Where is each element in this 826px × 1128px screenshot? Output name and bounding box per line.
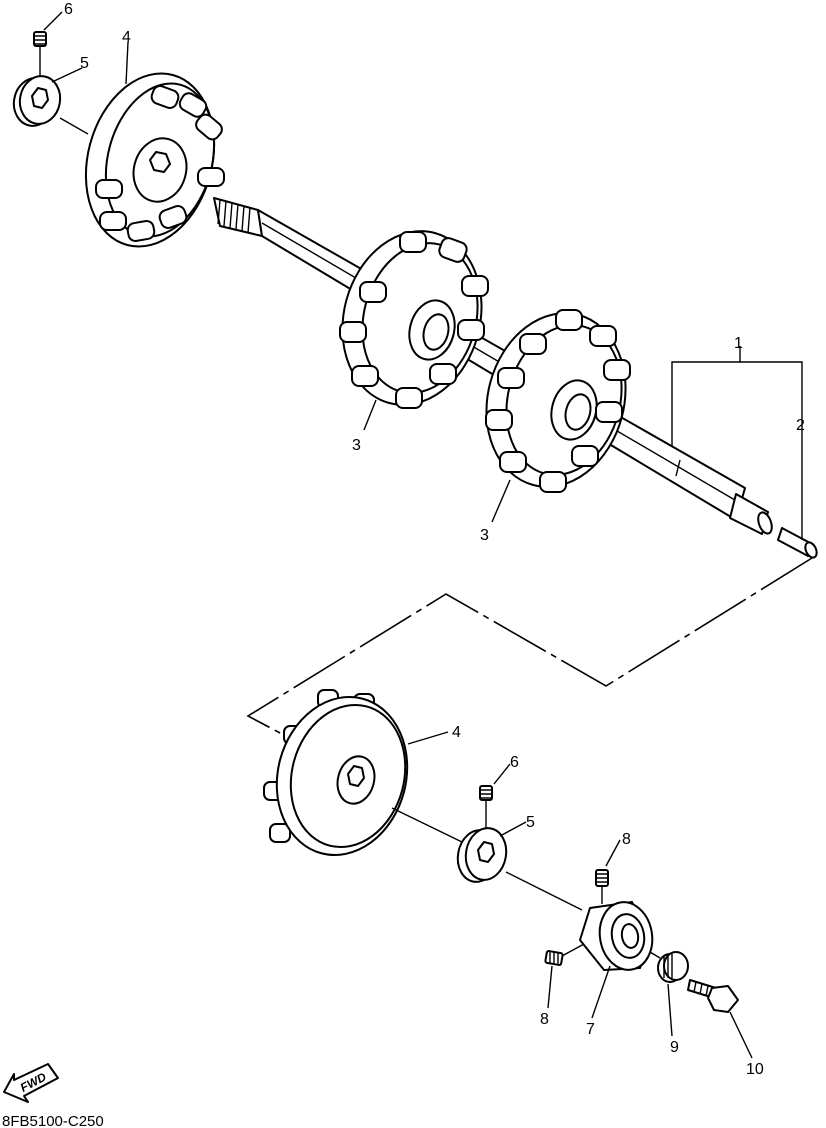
track-sprocket-1[interactable] — [324, 215, 501, 420]
callout-10: 10 — [746, 1061, 764, 1078]
callout-labels: 1 2 3 3 4 4 5 5 6 6 7 8 8 9 10 — [64, 1, 805, 1078]
callout-5-b: 5 — [526, 814, 535, 831]
callout-8-b: 8 — [540, 1011, 549, 1028]
bearing[interactable] — [579, 898, 658, 974]
diagram-code: 8FB5100-C250 — [2, 1113, 104, 1128]
track-sprocket-2[interactable] — [468, 297, 645, 502]
callout-5-a: 5 — [80, 55, 89, 72]
set-screw-upper[interactable] — [33, 31, 47, 76]
callout-6-a: 6 — [64, 1, 73, 18]
drive-shaft[interactable] — [213, 197, 774, 535]
set-screw-bearing-side[interactable] — [544, 943, 585, 966]
callout-8-a: 8 — [622, 831, 631, 848]
callout-3-b: 3 — [480, 527, 489, 544]
callout-4-a: 4 — [122, 29, 131, 46]
leader-lines — [43, 11, 803, 1059]
callout-1: 1 — [734, 335, 743, 352]
callout-2: 2 — [796, 417, 805, 434]
fwd-arrow-icon: FWD — [3, 1063, 59, 1103]
spacer[interactable] — [657, 951, 689, 983]
callout-9: 9 — [670, 1039, 679, 1056]
callout-7: 7 — [586, 1021, 595, 1038]
collar-upper[interactable] — [10, 73, 64, 129]
set-screw-lower[interactable] — [479, 785, 493, 828]
idler-wheel-lower[interactable] — [259, 682, 424, 870]
shaft-pin[interactable] — [777, 527, 819, 559]
set-screw-bearing-top[interactable] — [595, 869, 609, 904]
callout-6-b: 6 — [510, 754, 519, 771]
callout-3-a: 3 — [352, 437, 361, 454]
callout-4-b: 4 — [452, 724, 461, 741]
bolt[interactable] — [687, 979, 739, 1013]
collar-lower[interactable] — [454, 825, 510, 885]
assembly-path — [246, 557, 813, 735]
idler-wheel-upper[interactable] — [67, 59, 232, 261]
